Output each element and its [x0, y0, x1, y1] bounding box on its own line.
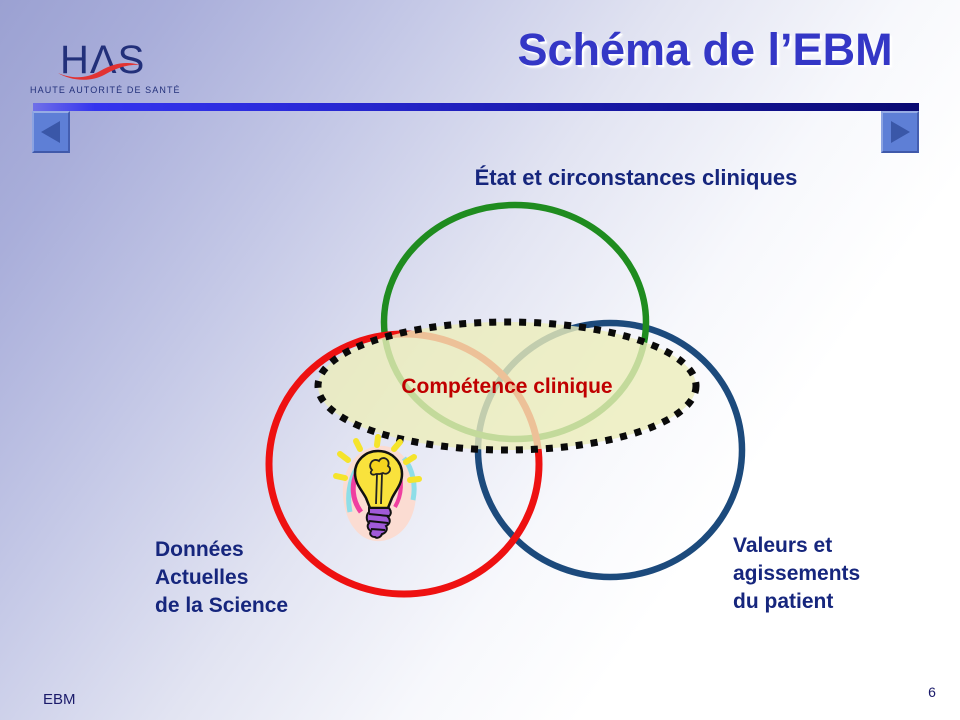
label-scientific-evidence: Données Actuelles de la Science [155, 536, 288, 620]
divider-bar [33, 103, 919, 111]
label-scientific-evidence-line1: Données [155, 538, 244, 561]
label-clinical-competence: Compétence clinique [401, 375, 613, 398]
label-patient-values-line1: Valeurs et [733, 534, 833, 557]
arrow-left-icon [41, 121, 60, 143]
label-patient-values: Valeurs et agissements du patient [733, 532, 860, 616]
lightbulb-rays [333, 434, 422, 483]
has-logo-subtitle: HAUTE AUTORITÉ DE SANTÉ [30, 85, 181, 95]
slide-title: Schéma de l’EBM [517, 24, 893, 75]
previous-slide-button[interactable] [32, 111, 70, 153]
label-patient-values-line2: agissements [733, 562, 861, 585]
label-patient-values-line3: du patient [733, 590, 834, 613]
lightbulb-base [365, 507, 392, 539]
next-slide-button[interactable] [881, 111, 919, 153]
lightbulb-clipart [333, 434, 422, 542]
label-scientific-evidence-line2: Actuelles [155, 566, 249, 589]
label-scientific-evidence-line3: de la Science [155, 594, 289, 617]
ellipse-clinical-competence [314, 318, 700, 454]
footer-label: EBM [43, 691, 76, 708]
has-logo-swoosh-icon [58, 63, 140, 80]
page-number: 6 [928, 684, 936, 700]
label-clinical-state: État et circonstances cliniques [474, 165, 798, 190]
arrow-right-icon [891, 121, 910, 143]
has-logo: HΛS HAUTE AUTORITÉ DE SANTÉ [28, 40, 188, 100]
